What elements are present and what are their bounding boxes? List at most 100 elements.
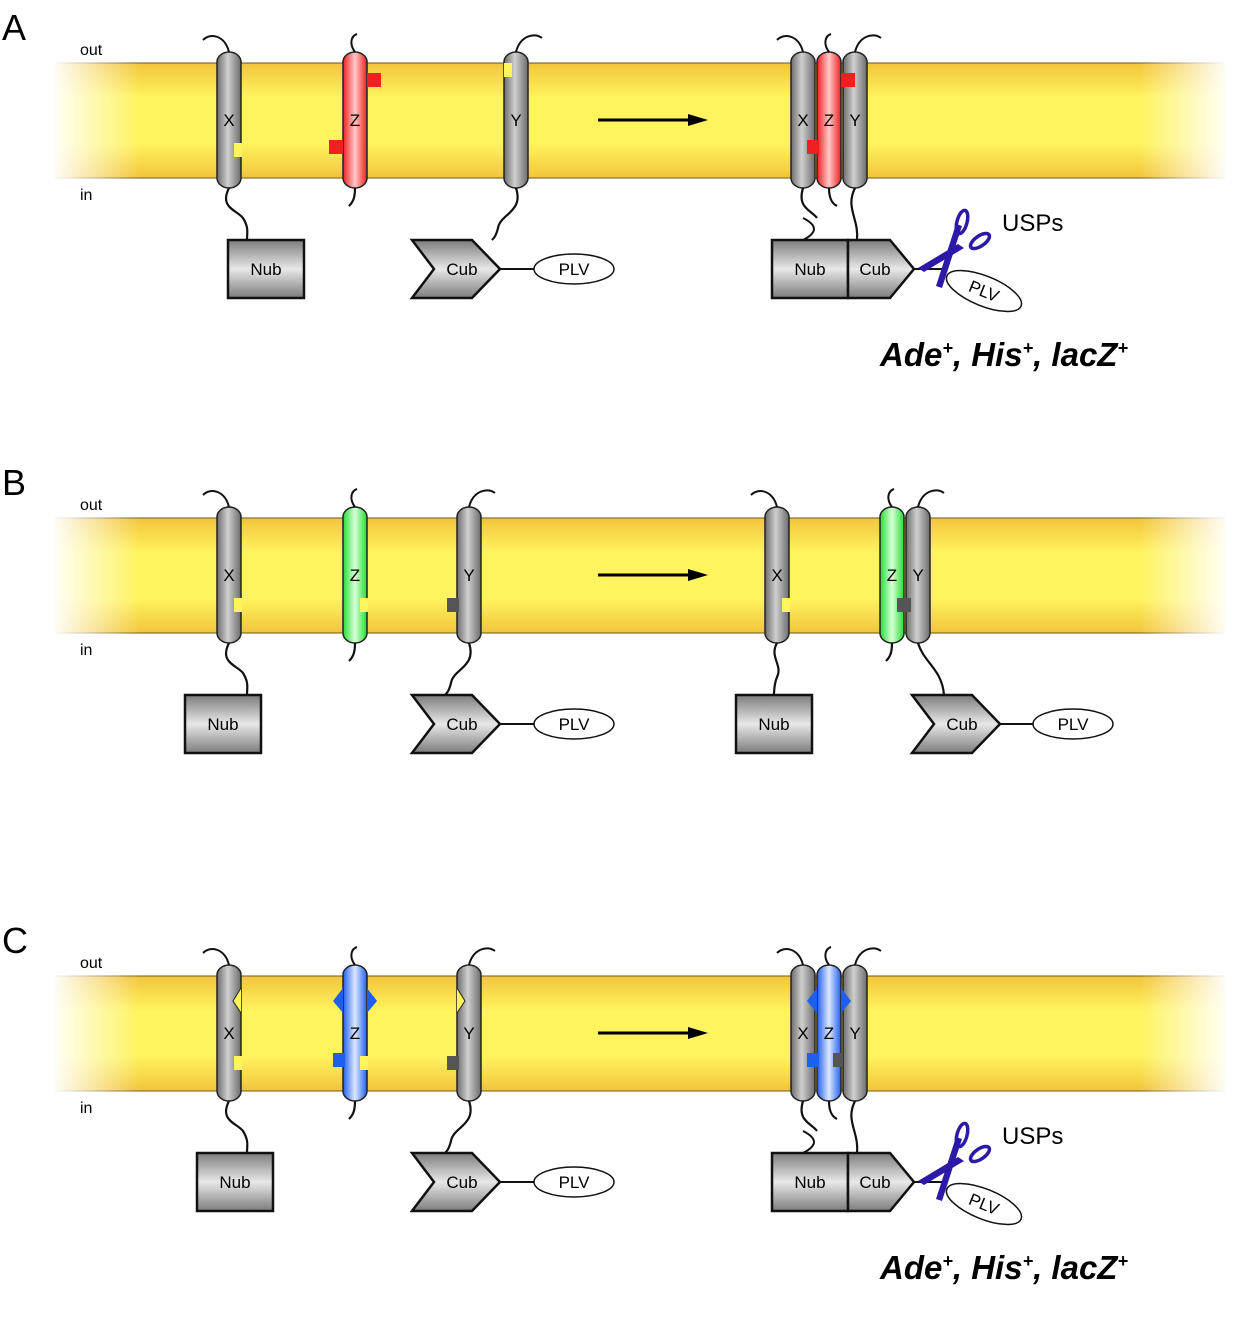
compound-z-label: Z [350,566,360,585]
plv-ellipse [533,708,615,740]
complex-diamond-left [807,988,817,1013]
complex-prey-y-c-terminus [850,187,859,241]
complex-prey-y-c-terminus [850,1100,859,1154]
complex-prey-y-c-terminus [916,642,946,696]
compound-knob-left [329,140,343,154]
readout-plus: + [1117,338,1128,358]
bait-protein-x-label: X [223,1024,234,1043]
scissors-handle-1 [954,1121,970,1149]
complex-bait-x-c-terminus [800,1100,818,1132]
compound-z-n-terminus [350,488,358,508]
complex-compound-z-n-terminus [824,33,832,53]
nub-box [226,238,306,300]
complex-prey-y-label: Y [849,111,860,130]
complex-compound-z-n-terminus [887,488,895,508]
readout-lacz: lacZ [1051,336,1119,373]
extracellular-label: out [80,955,103,972]
nub-label: Nub [219,1173,250,1192]
compound-z: Z [342,488,368,662]
compound-z-c-terminus [348,187,357,207]
prey-protein-y: Y [491,34,543,241]
membrane-fade-left [50,517,140,634]
complex-compound-z-n-terminus [824,946,832,966]
compound-z-label: Z [350,1024,360,1043]
nub-label: Nub [794,1173,825,1192]
bait-protein-x-n-terminus [202,948,230,966]
extracellular-label: out [80,42,103,59]
panel-letter: C [2,920,28,961]
cub-fragment: Cub [409,693,502,755]
complex-bait-x-n-terminus [776,948,804,966]
plv-ellipse [533,1166,615,1198]
complex-compound-z-label: Z [887,566,897,585]
bait-notch [234,598,242,612]
readout-ade: Ade [879,336,942,373]
readout-plus: + [942,338,953,358]
nub-fragment: Nub [183,693,263,755]
intracellular-label: in [80,187,92,204]
complex-bait-x-label: X [797,111,808,130]
complex-compound-z: Z [816,33,842,207]
complex-bait-linker [802,1130,815,1154]
reporter-readout: Ade+, His+, lacZ+ [879,1249,1128,1286]
prey-chevron-notch [456,987,466,1014]
membrane-fade-right [1140,517,1230,634]
complex-prey-y-n-terminus [854,34,882,53]
cub-label: Cub [946,715,977,734]
readout-plus: + [1023,338,1034,358]
complex-bait-x-label: X [797,1024,808,1043]
plv-transcription-factor: PLV [533,253,615,285]
cub-box [409,1151,502,1213]
nub-label: Nub [794,260,825,279]
membrane-fade-left [50,975,140,1092]
plv-label: PLV [559,260,591,279]
complex-prey-y-label: Y [849,1024,860,1043]
plv-ellipse [945,1182,1023,1226]
scissors-icon [918,1121,992,1201]
complex-prey-y-label: Y [912,566,923,585]
nub-fragment: Nub [734,693,814,755]
bait-notch [234,1056,242,1070]
nub-label: Nub [758,715,789,734]
bait-protein-x-c-terminus [225,1100,249,1154]
compound-diamond-right [367,988,377,1013]
nub-fragment: Nub [770,1151,850,1213]
cub-fragment: Cub [409,1151,502,1213]
cub-box [409,238,502,300]
complex-compound-z-label: Z [824,111,834,130]
cub-box [409,693,502,755]
complex-knob-left [807,140,819,154]
readout-sep: , [1032,1249,1051,1286]
plv-transcription-factor: PLV [945,1182,1023,1226]
compound-z-c-terminus [348,1100,357,1120]
unbound-bait-x-c-terminus [771,642,780,700]
complex-diamond-right [841,988,851,1013]
usps-protease-label: USPs [1002,210,1063,237]
unbound-bait-notch [782,598,790,612]
membrane-fade-left [50,62,140,179]
bait-protein-x-n-terminus [202,35,230,53]
readout-sep: , [952,336,971,373]
plv-transcription-factor: PLV [945,269,1023,313]
scissors-blade-2 [936,1137,962,1201]
prey-protein-y-n-terminus [468,489,496,508]
cub-label: Cub [446,260,477,279]
plv-transcription-factor: PLV [533,1166,615,1198]
complex-cub-box [846,238,916,300]
plv-label: PLV [559,715,591,734]
unbound-bait-x-label: X [771,566,782,585]
compound-knob-right [367,73,381,87]
nub-fragment: Nub [226,238,306,300]
prey-notch [504,63,512,77]
prey-protein-y-label: Y [510,111,521,130]
readout-his: His [971,1249,1022,1286]
complex-compound-z-label: Z [824,1024,834,1043]
readout-plus: + [1117,1251,1128,1271]
readout-lacz: lacZ [1051,1249,1119,1286]
panel-letter: B [2,462,26,503]
membrane-fade-right [1140,62,1230,179]
complex-prey-knob [897,598,911,612]
